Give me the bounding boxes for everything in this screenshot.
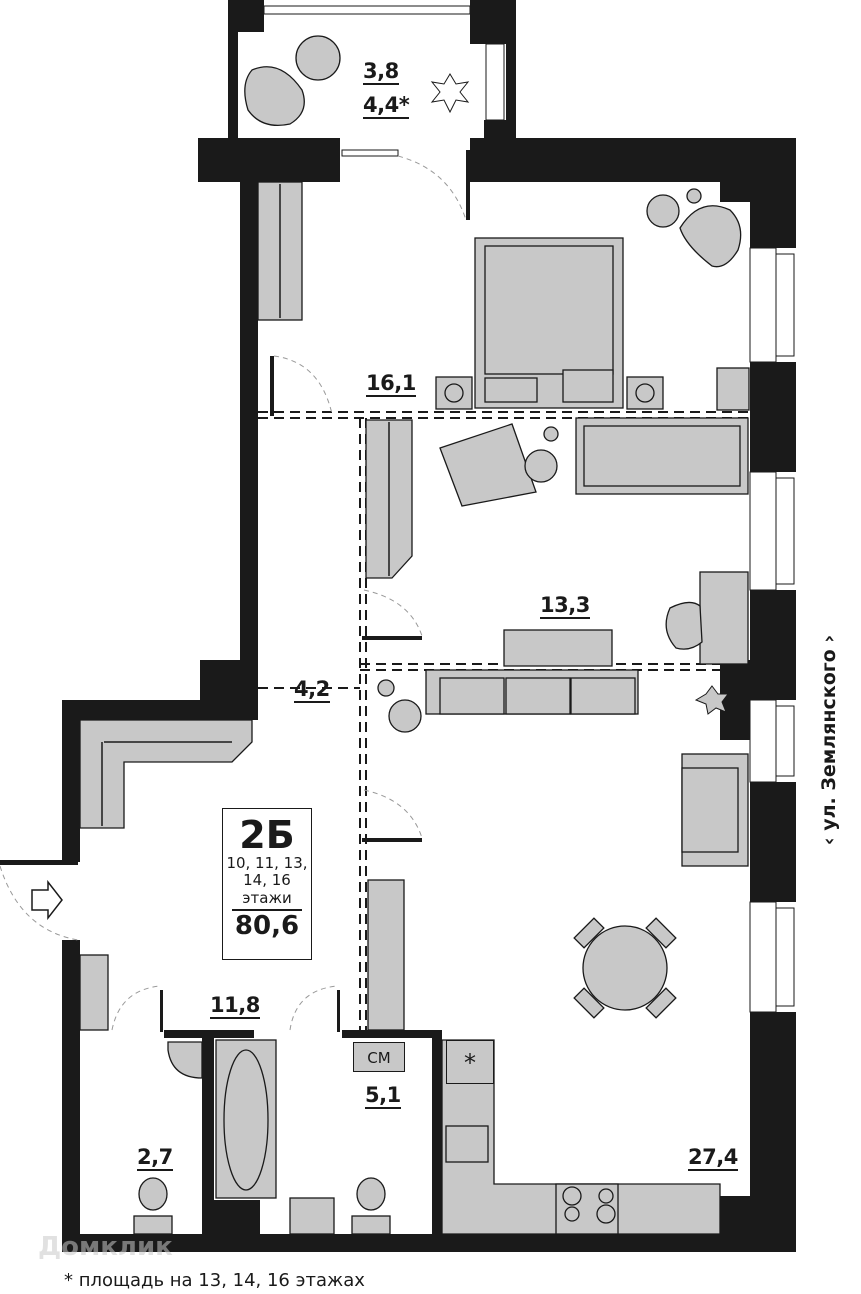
kitchen-living-area-label: 27,4: [688, 1145, 738, 1171]
plant-icon: [430, 73, 729, 715]
apartment-type: 2Б: [239, 813, 295, 857]
balcony-area-label: 3,8: [363, 59, 399, 85]
apartment-info-box: 2Б 10, 11, 13, 14, 16 этажи 80,6: [222, 808, 312, 960]
chevron-left-icon: ‹: [818, 837, 840, 846]
street-label: ‹ ул. Землянского ›: [818, 600, 840, 880]
furniture: [79, 35, 750, 1235]
footnote: * площадь на 13, 14, 16 этажах: [64, 1270, 365, 1291]
door-swings: [0, 155, 467, 1031]
fridge-icon: *: [446, 1040, 494, 1084]
hall-area-label: 11,8: [210, 993, 260, 1019]
windows: [263, 5, 795, 1013]
room-2-area-label: 13,3: [540, 593, 590, 619]
watermark-logo: Домклик: [38, 1232, 173, 1262]
entrance-arrow-icon: [31, 879, 63, 921]
zone-lines: [258, 411, 750, 1030]
floors-line-2: 14, 16: [243, 871, 291, 889]
bedroom-area-label: 16,1: [366, 371, 416, 397]
street-name: ул. Землянского: [818, 649, 840, 831]
total-area: 80,6: [234, 911, 300, 941]
floors-line-1: 10, 11, 13,: [226, 854, 308, 872]
washing-machine-label: СМ: [353, 1042, 405, 1072]
bathroom-area-label: 5,1: [365, 1083, 401, 1109]
walls: [0, 0, 796, 1252]
chevron-right-icon: ›: [818, 634, 840, 643]
divider: [232, 909, 302, 911]
corridor-area-label: 4,2: [294, 677, 330, 703]
balcony-alt-area-label: 4,4*: [363, 93, 410, 119]
wardrobe-hatching: [101, 184, 390, 826]
floors-word: этажи: [242, 889, 292, 907]
toilet-area-label: 2,7: [137, 1145, 173, 1171]
